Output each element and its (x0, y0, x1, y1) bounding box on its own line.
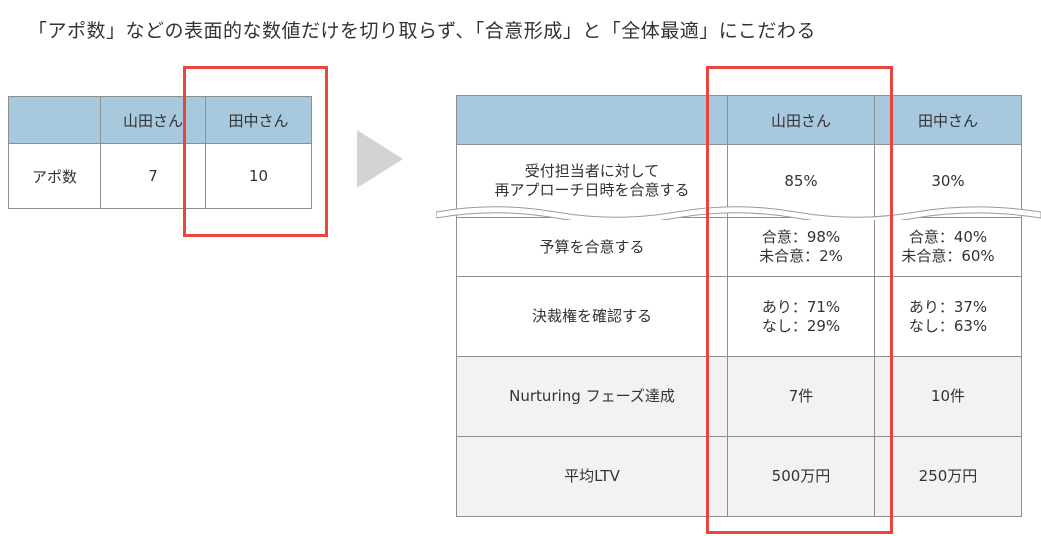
cell-tanaka: 30% (874, 144, 1022, 218)
cell-yamada-apo: 7 (100, 143, 206, 209)
table-header-row: 山田さん 田中さん (456, 95, 1022, 145)
header-empty-cell (8, 96, 101, 144)
table-row: 平均LTV 500万円 250万円 (456, 436, 1022, 517)
row-label: Nurturing フェーズ達成 (456, 356, 728, 437)
cell-tanaka: 合意：40%未合意：60% (874, 217, 1022, 277)
page-title: 「アポ数」などの表面的な数値だけを切り取らず、「合意形成」と「全体最適」にこだわ… (28, 20, 816, 42)
header-yamada: 山田さん (727, 95, 875, 145)
table-header-row: 山田さん 田中さん (8, 96, 312, 144)
cell-yamada: 500万円 (727, 436, 875, 517)
header-tanaka: 田中さん (874, 95, 1022, 145)
row-label-apo: アポ数 (8, 143, 101, 209)
cell-tanaka-apo: 10 (205, 143, 312, 209)
kpi-comparison-table: 山田さん 田中さん 受付担当者に対して再アプローチ日時を合意する 85% 30%… (456, 95, 1022, 517)
cell-yamada: 85% (727, 144, 875, 218)
row-label: 予算を合意する (456, 217, 728, 277)
cell-tanaka: 10件 (874, 356, 1022, 437)
table-row: Nurturing フェーズ達成 7件 10件 (456, 356, 1022, 437)
cell-tanaka: 250万円 (874, 436, 1022, 517)
right-arrow-icon (357, 130, 403, 188)
cell-tanaka: あり：37%なし：63% (874, 276, 1022, 357)
table-row: 受付担当者に対して再アプローチ日時を合意する 85% 30% (456, 144, 1022, 218)
cell-yamada: 合意：98%未合意：2% (727, 217, 875, 277)
table-row: 予算を合意する 合意：98%未合意：2% 合意：40%未合意：60% (456, 217, 1022, 277)
apo-count-table: 山田さん 田中さん アポ数 7 10 (8, 96, 312, 209)
cell-yamada: あり：71%なし：29% (727, 276, 875, 357)
cell-yamada: 7件 (727, 356, 875, 437)
header-yamada: 山田さん (100, 96, 206, 144)
row-label: 決裁権を確認する (456, 276, 728, 357)
row-label: 平均LTV (456, 436, 728, 517)
header-tanaka: 田中さん (205, 96, 312, 144)
row-label: 受付担当者に対して再アプローチ日時を合意する (456, 144, 728, 218)
table-row: 決裁権を確認する あり：71%なし：29% あり：37%なし：63% (456, 276, 1022, 357)
table-row: アポ数 7 10 (8, 143, 312, 209)
header-empty-cell (456, 95, 728, 145)
table-break-wave-divider (436, 206, 1041, 220)
